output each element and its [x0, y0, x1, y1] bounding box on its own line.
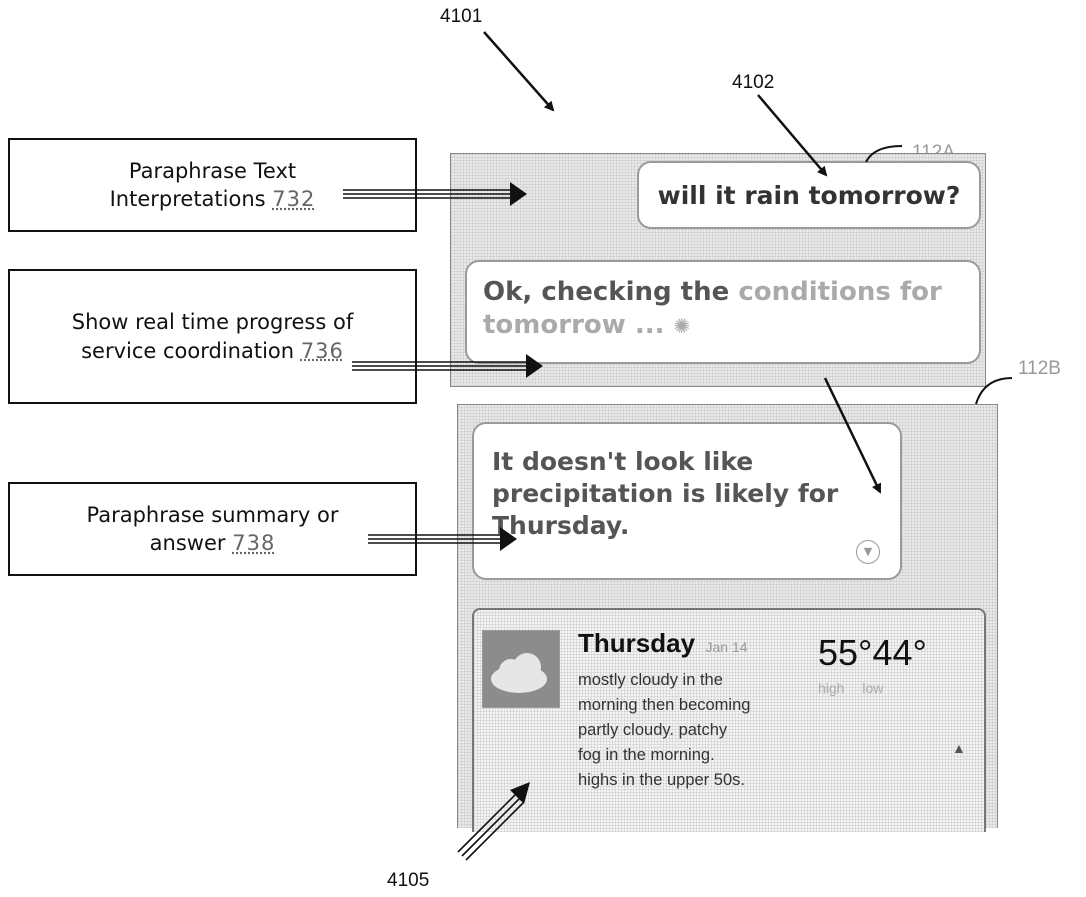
ref-4101: 4101 — [440, 6, 483, 27]
reply-part2: conditions for — [738, 277, 942, 307]
weather-low: 44° — [872, 632, 927, 673]
weather-desc-line: partly cloudy. patchy — [578, 721, 728, 739]
answer-line3: Thursday. — [492, 511, 630, 540]
paraphrase-summary-line1: Paraphrase summary or — [86, 502, 339, 527]
paraphrase-text-box: Paraphrase Text Interpretations 732 — [8, 138, 417, 232]
spinner-icon: ✺ — [673, 313, 691, 338]
weather-description: mostly cloudy in the morning then becomi… — [578, 668, 750, 793]
weather-icon — [482, 630, 560, 708]
weather-low-label: low — [862, 680, 884, 696]
user-query-text: will it rain tomorrow? — [657, 180, 961, 210]
paraphrase-text-ref: 732 — [272, 187, 316, 211]
paraphrase-summary-ref: 738 — [232, 531, 276, 555]
weather-desc-line: mostly cloudy in the — [578, 671, 723, 689]
weather-day: Thursday — [578, 628, 696, 658]
answer-bubble: It doesn't look like precipitation is li… — [472, 422, 902, 580]
weather-date: Jan 14 — [705, 639, 748, 655]
show-progress-ref: 736 — [300, 338, 344, 363]
ref-4105: 4105 — [387, 870, 430, 891]
weather-desc-line: fog in the morning. — [578, 746, 715, 764]
assistant-reply-bubble: Ok, checking the conditions for tomorrow… — [465, 260, 981, 364]
expand-icon[interactable]: ▼ — [856, 540, 880, 564]
paraphrase-text-line2: Interpretations — [109, 187, 266, 211]
answer-line2: precipitation is likely for — [492, 479, 839, 508]
reply-line2: tomorrow ... — [483, 309, 665, 340]
weather-high: 55° — [818, 632, 873, 673]
arrow-4101 — [483, 31, 555, 112]
ref-4102: 4102 — [732, 72, 775, 93]
weather-desc-line: morning then becoming — [578, 696, 751, 714]
scroll-up-icon[interactable]: ▲ — [952, 740, 966, 756]
weather-desc-line: highs in the upper 50s. — [578, 771, 745, 789]
paraphrase-summary-box: Paraphrase summary or answer 738 — [8, 482, 417, 576]
weather-card[interactable]: Thursday Jan 14 55°44° high low mostly c… — [472, 608, 986, 832]
show-progress-line1: Show real time progress of — [71, 310, 354, 335]
paraphrase-text-line1: Paraphrase Text — [128, 158, 297, 183]
weather-high-label: high — [818, 680, 845, 696]
show-progress-box: Show real time progress of service coord… — [8, 269, 417, 404]
answer-line1: It doesn't look like — [492, 447, 754, 476]
screen-112a: will it rain tomorrow? Ok, checking the … — [450, 153, 986, 387]
user-query-bubble: will it rain tomorrow? — [637, 161, 981, 229]
reply-part1: Ok, checking the — [483, 277, 730, 307]
screen-112b: It doesn't look like precipitation is li… — [457, 404, 998, 832]
paraphrase-summary-line2: answer — [149, 531, 226, 555]
ref-112b: 112B — [1018, 358, 1061, 379]
show-progress-line2: service coordination — [81, 338, 295, 363]
